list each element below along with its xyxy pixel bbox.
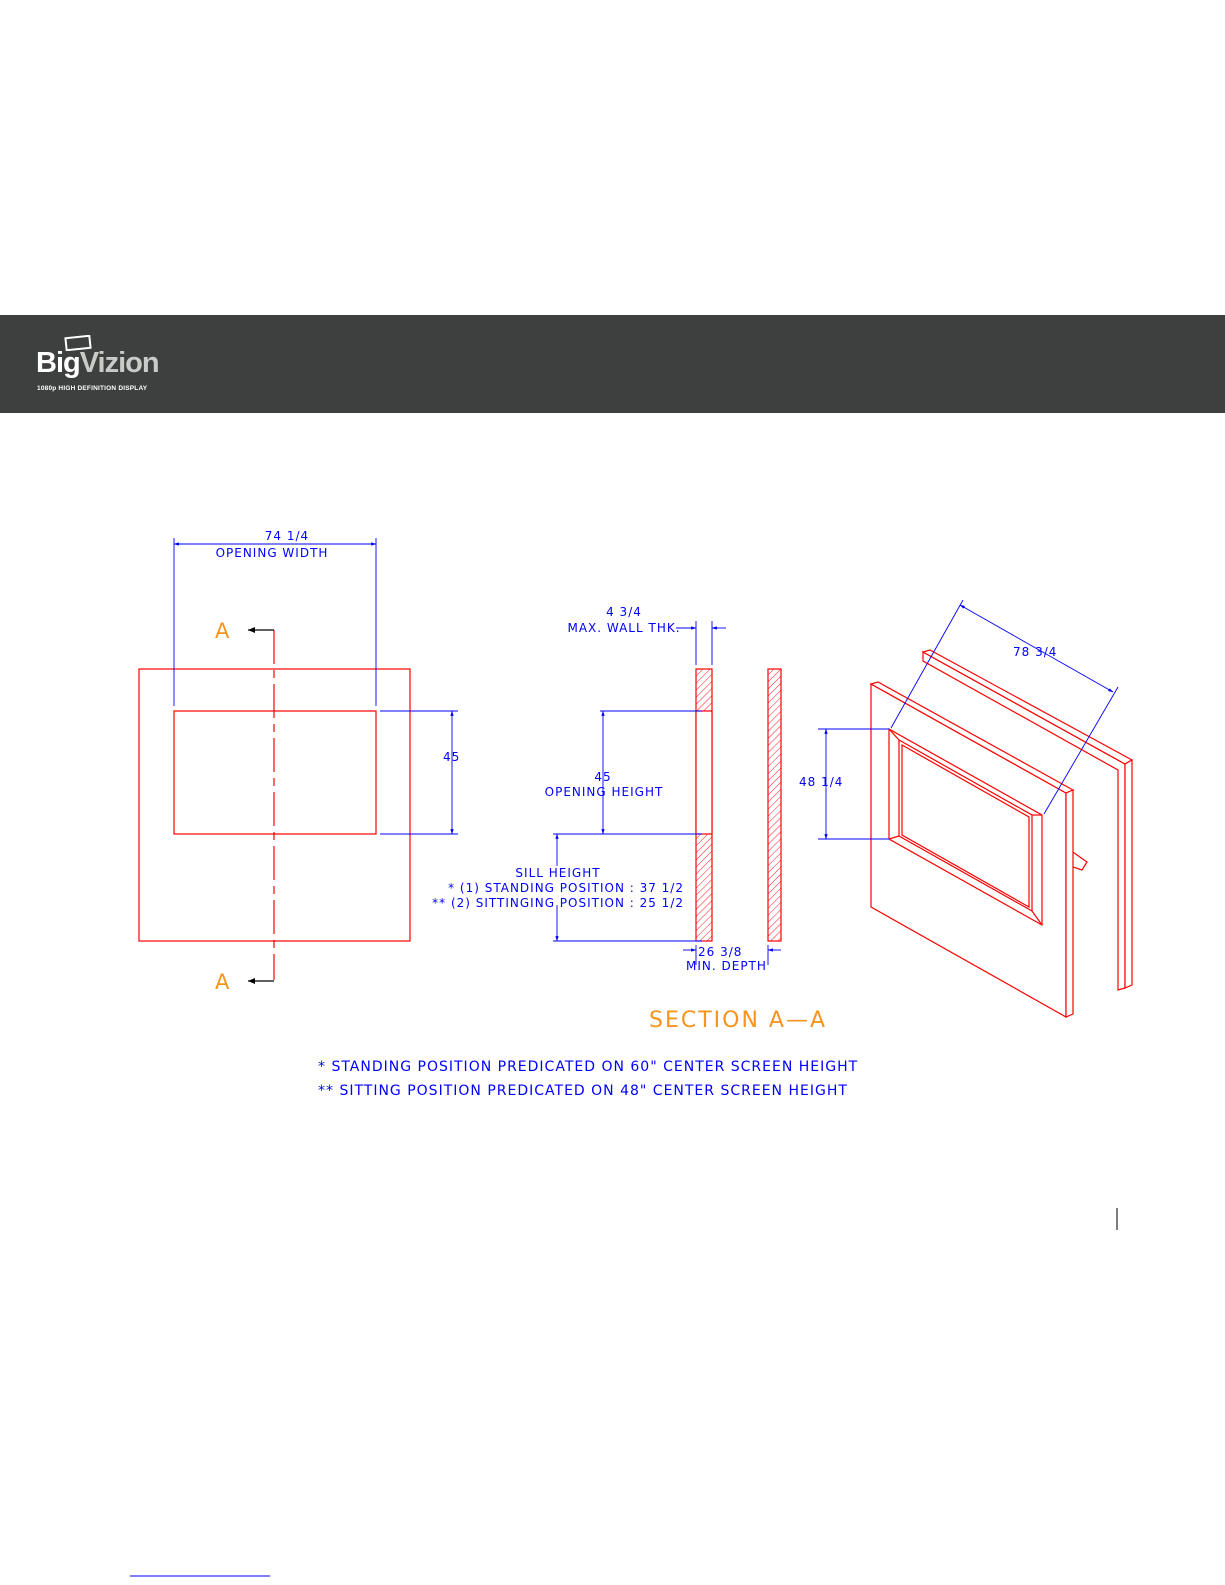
brand-logo: BigVizion 1080p HIGH DEFINITION DISPLAY	[36, 335, 186, 405]
iso-height-value: 48 1/4	[799, 775, 843, 789]
front-view: A A 74 1/4 OPENING WIDTH 45	[138, 529, 460, 994]
opening-width-label: OPENING WIDTH	[216, 546, 329, 560]
sill-height-title: SILL HEIGHT	[515, 866, 600, 880]
section-view: 4 3/4 MAX. WALL THK. 45 OPENING HEIGHT S…	[432, 605, 827, 1033]
section-title: SECTION A—A	[649, 1008, 827, 1033]
sill-standing: * (1) STANDING POSITION : 37 1/2	[448, 881, 684, 895]
wall-section-right	[767, 668, 782, 942]
note-standing: * STANDING POSITION PREDICATED ON 60" CE…	[318, 1059, 858, 1075]
wall-thk-value: 4 3/4	[606, 605, 642, 619]
section-marker-bottom: A	[215, 970, 230, 994]
opening-section	[695, 710, 713, 835]
opening-outline	[173, 710, 377, 835]
section-marker-top: A	[215, 619, 230, 643]
screen-icon	[64, 335, 92, 351]
note-sitting: ** SITTING POSITION PREDICATED ON 48" CE…	[318, 1083, 848, 1099]
iso-width-value: 78 3/4	[1013, 645, 1057, 659]
depth-value: 26 3/8	[698, 945, 742, 959]
opening-height-value: 45	[594, 770, 611, 784]
brand-tagline: 1080p HIGH DEFINITION DISPLAY	[37, 385, 148, 392]
iso-view: 78 3/4 48 1/4	[799, 599, 1134, 1019]
brand-name-part2: Vizion	[79, 347, 160, 379]
depth-label: MIN. DEPTH	[686, 959, 767, 973]
sill-sitting: ** (2) SITTINGING POSITION : 25 1/2	[432, 896, 684, 910]
wall-thk-label: MAX. WALL THK.	[567, 621, 680, 635]
brand-name: BigVizion	[36, 347, 160, 380]
opening-width-value: 74 1/4	[265, 529, 309, 543]
notes: * STANDING POSITION PREDICATED ON 60" CE…	[318, 1059, 858, 1099]
brand-name-part1: Big	[36, 347, 81, 379]
front-height-value: 45	[443, 750, 460, 764]
opening-height-label: OPENING HEIGHT	[545, 785, 664, 799]
header-banner: BigVizion 1080p HIGH DEFINITION DISPLAY	[0, 315, 1225, 413]
